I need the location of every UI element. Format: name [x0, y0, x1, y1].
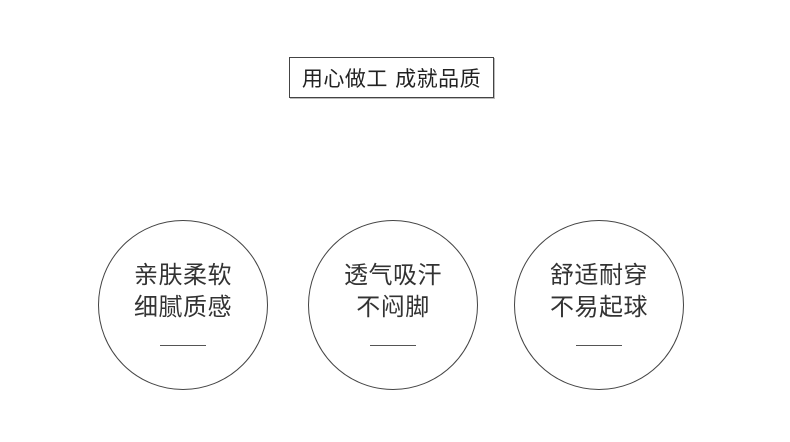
feature-line-2: 不闷脚 [356, 293, 430, 321]
page-title: 用心做工 成就品质 [289, 57, 494, 98]
feature-line-2: 不易起球 [550, 293, 648, 321]
feature-line-1: 透气吸汗 [344, 261, 442, 289]
feature-divider [370, 345, 416, 346]
feature-divider [160, 345, 206, 346]
feature-divider [576, 345, 622, 346]
feature-line-2: 细腻质感 [134, 293, 232, 321]
feature-line-1: 亲肤柔软 [134, 261, 232, 289]
feature-line-1: 舒适耐穿 [550, 261, 648, 289]
feature-circle-durable: 舒适耐穿 不易起球 [514, 220, 684, 390]
feature-circle-breathable: 透气吸汗 不闷脚 [308, 220, 478, 390]
feature-circle-soft: 亲肤柔软 细腻质感 [98, 220, 268, 390]
